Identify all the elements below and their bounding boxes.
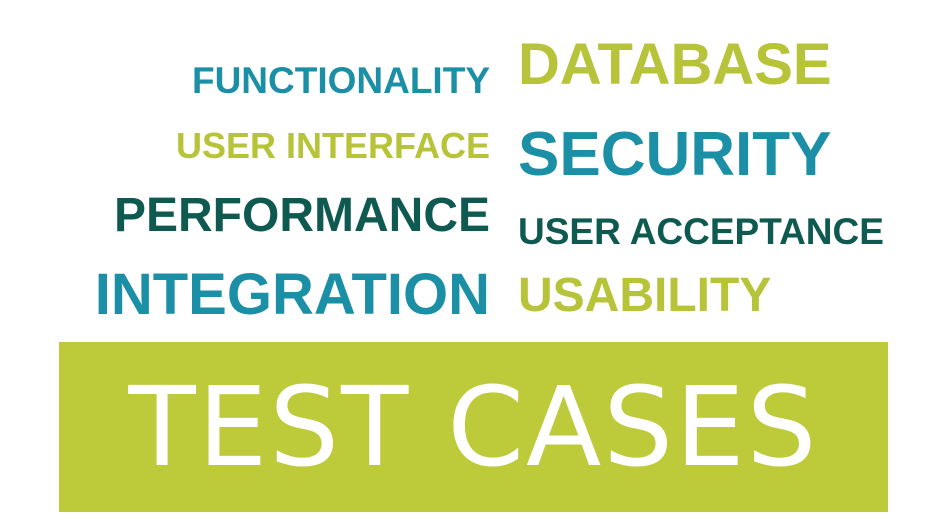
word-performance: PERFORMANCE xyxy=(113,189,490,242)
word-database: DATABASE xyxy=(518,32,832,97)
word-user-acceptance: USER ACCEPTANCE xyxy=(518,211,884,252)
word-usability: USABILITY xyxy=(518,269,772,322)
word-functionality: FUNCTIONALITY xyxy=(191,60,490,101)
test-cases-banner: TEST CASES xyxy=(59,342,888,512)
banner-title: TEST CASES xyxy=(128,363,819,491)
word-security: SECURITY xyxy=(518,120,832,189)
word-integration: INTEGRATION xyxy=(94,262,490,327)
word-user-interface: USER INTERFACE xyxy=(175,125,490,166)
